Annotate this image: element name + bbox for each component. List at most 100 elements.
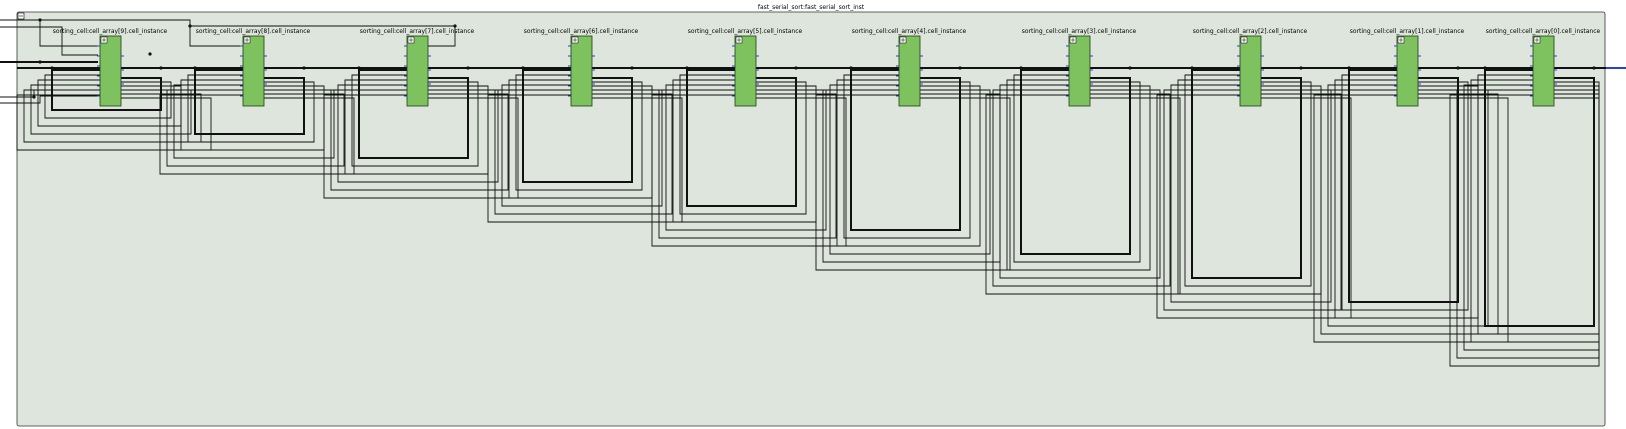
cell-expand-icon[interactable] — [899, 36, 907, 44]
feedback-wire[interactable] — [180, 79, 325, 151]
sorting-cell-instance[interactable]: sorting_cell:cell_array[9].cell_instance — [53, 28, 168, 107]
cell-expand-icon[interactable] — [571, 36, 579, 44]
sorting-cell-instance[interactable]: sorting_cell:cell_array[5].cell_instance — [688, 28, 803, 107]
collapse-box-icon[interactable] — [17, 12, 25, 20]
junction-dot — [794, 66, 798, 70]
feedback-wire[interactable] — [651, 94, 847, 247]
cell-expand-icon[interactable] — [1240, 36, 1248, 44]
cell-label: sorting_cell:cell_array[6].cell_instance — [524, 28, 639, 35]
sorting-cell-instance[interactable]: sorting_cell:cell_array[7].cell_instance — [360, 28, 475, 107]
feedback-wire[interactable] — [999, 84, 1161, 279]
feedback-wire[interactable] — [836, 79, 981, 247]
feedback-wire[interactable] — [37, 79, 182, 127]
feedback-wire[interactable] — [985, 94, 1181, 295]
feedback-wire[interactable] — [487, 94, 683, 223]
feedback-wire[interactable] — [515, 74, 643, 191]
junction-dot — [50, 66, 54, 70]
cell-expand-icon[interactable] — [735, 36, 743, 44]
feedback-wire[interactable] — [1013, 74, 1141, 263]
feedback-wire[interactable] — [1334, 79, 1479, 319]
cell-expand-icon[interactable] — [243, 36, 251, 44]
cell-label: sorting_cell:cell_array[1].cell_instance — [1350, 28, 1465, 35]
cell-expand-icon[interactable] — [407, 36, 415, 44]
sorting-cell-instance[interactable]: sorting_cell:cell_array[4].cell_instance — [852, 28, 967, 107]
feedback-wire[interactable] — [1020, 69, 1131, 255]
feedback-wire[interactable] — [337, 84, 499, 183]
cell-label: sorting_cell:cell_array[8].cell_instance — [196, 28, 311, 35]
junction-dot — [1347, 66, 1351, 70]
input-wire-mode[interactable] — [0, 95, 98, 104]
feedback-wire[interactable] — [822, 89, 1001, 263]
feedback-wire[interactable] — [1191, 69, 1302, 279]
feedback-wire[interactable] — [850, 69, 961, 231]
feedback-wire[interactable] — [1184, 74, 1312, 287]
feedback-wire[interactable] — [829, 84, 991, 255]
cell-expand-icon[interactable] — [1533, 36, 1541, 44]
top-module-title: fast_serial_sort:fast_serial_sort_inst — [758, 4, 865, 11]
feedback-wire[interactable] — [1456, 89, 1600, 359]
junction-dot — [1483, 66, 1487, 70]
cell-body[interactable] — [1396, 35, 1419, 107]
sorting-cell-instance[interactable]: sorting_cell:cell_array[2].cell_instance — [1193, 28, 1308, 107]
feedback-wire[interactable] — [665, 84, 827, 231]
cell-body[interactable] — [242, 35, 265, 107]
junction-dot — [1128, 66, 1132, 70]
feedback-wire[interactable] — [1170, 84, 1332, 303]
input-wire-rst[interactable] — [0, 26, 98, 56]
feedback-wire[interactable] — [323, 94, 519, 199]
cell-body[interactable] — [1068, 35, 1091, 107]
cell-body[interactable] — [898, 35, 921, 107]
feedback-wire[interactable] — [44, 74, 172, 119]
cell-expand-icon[interactable] — [1069, 36, 1077, 44]
feedback-wire[interactable] — [843, 74, 971, 239]
cell-body[interactable] — [1532, 35, 1555, 107]
feedback-wire[interactable] — [1348, 69, 1459, 303]
feedback-wire[interactable] — [194, 69, 305, 135]
feedback-wire[interactable] — [686, 69, 797, 207]
cell-label: sorting_cell:cell_array[7].cell_instance — [360, 28, 475, 35]
feedback-wire[interactable] — [508, 79, 653, 199]
feedback-wire[interactable] — [173, 84, 335, 159]
feedback-wire[interactable] — [992, 89, 1171, 287]
sorting-cell-instance[interactable]: sorting_cell:cell_array[8].cell_instance — [196, 28, 311, 107]
feedback-wire[interactable] — [51, 69, 162, 111]
cell-label: sorting_cell:cell_array[3].cell_instance — [1022, 28, 1137, 35]
feedback-wire[interactable] — [159, 94, 355, 175]
input-wire-clk[interactable] — [0, 19, 98, 47]
feedback-wire[interactable] — [1006, 79, 1151, 271]
sorting-cell-instance[interactable]: sorting_cell:cell_array[0].cell_instance — [1486, 28, 1601, 107]
feedback-wire[interactable] — [187, 74, 315, 143]
cell-body[interactable] — [734, 35, 757, 107]
feedback-wire[interactable] — [501, 84, 663, 207]
cell-body[interactable] — [406, 35, 429, 107]
clk-wire[interactable] — [190, 25, 456, 47]
feedback-wire[interactable] — [672, 79, 817, 223]
feedback-wire[interactable] — [358, 69, 469, 159]
feedback-wire[interactable] — [344, 79, 489, 175]
clk-wire[interactable] — [40, 19, 241, 47]
feedback-wire[interactable] — [1484, 69, 1595, 327]
feedback-wire[interactable] — [1341, 74, 1469, 311]
feedback-wire[interactable] — [1156, 94, 1352, 319]
feedback-wire[interactable] — [1177, 79, 1322, 295]
sorting-cell-instance[interactable]: sorting_cell:cell_array[3].cell_instance — [1022, 28, 1137, 107]
feedback-wire[interactable] — [522, 69, 633, 183]
cell-body[interactable] — [570, 35, 593, 107]
feedback-wire[interactable] — [1449, 94, 1600, 367]
junction-dot — [466, 66, 470, 70]
sorting-cell-instance[interactable]: sorting_cell:cell_array[6].cell_instance — [524, 28, 639, 107]
cell-expand-icon[interactable] — [100, 36, 108, 44]
cell-body[interactable] — [1239, 35, 1262, 107]
feedback-wire[interactable] — [1463, 84, 1600, 351]
junction-dot — [849, 66, 853, 70]
feedback-wire[interactable] — [1313, 94, 1509, 343]
cell-body[interactable] — [99, 35, 122, 107]
feedback-wire[interactable] — [679, 74, 807, 215]
top-module-container[interactable] — [16, 11, 1606, 427]
feedback-wire[interactable] — [1470, 79, 1600, 343]
feedback-wire[interactable] — [1477, 74, 1600, 335]
feedback-wire[interactable] — [815, 94, 1011, 271]
feedback-wire[interactable] — [351, 74, 479, 167]
sorting-cell-instance[interactable]: sorting_cell:cell_array[1].cell_instance — [1350, 28, 1465, 107]
cell-expand-icon[interactable] — [1397, 36, 1405, 44]
